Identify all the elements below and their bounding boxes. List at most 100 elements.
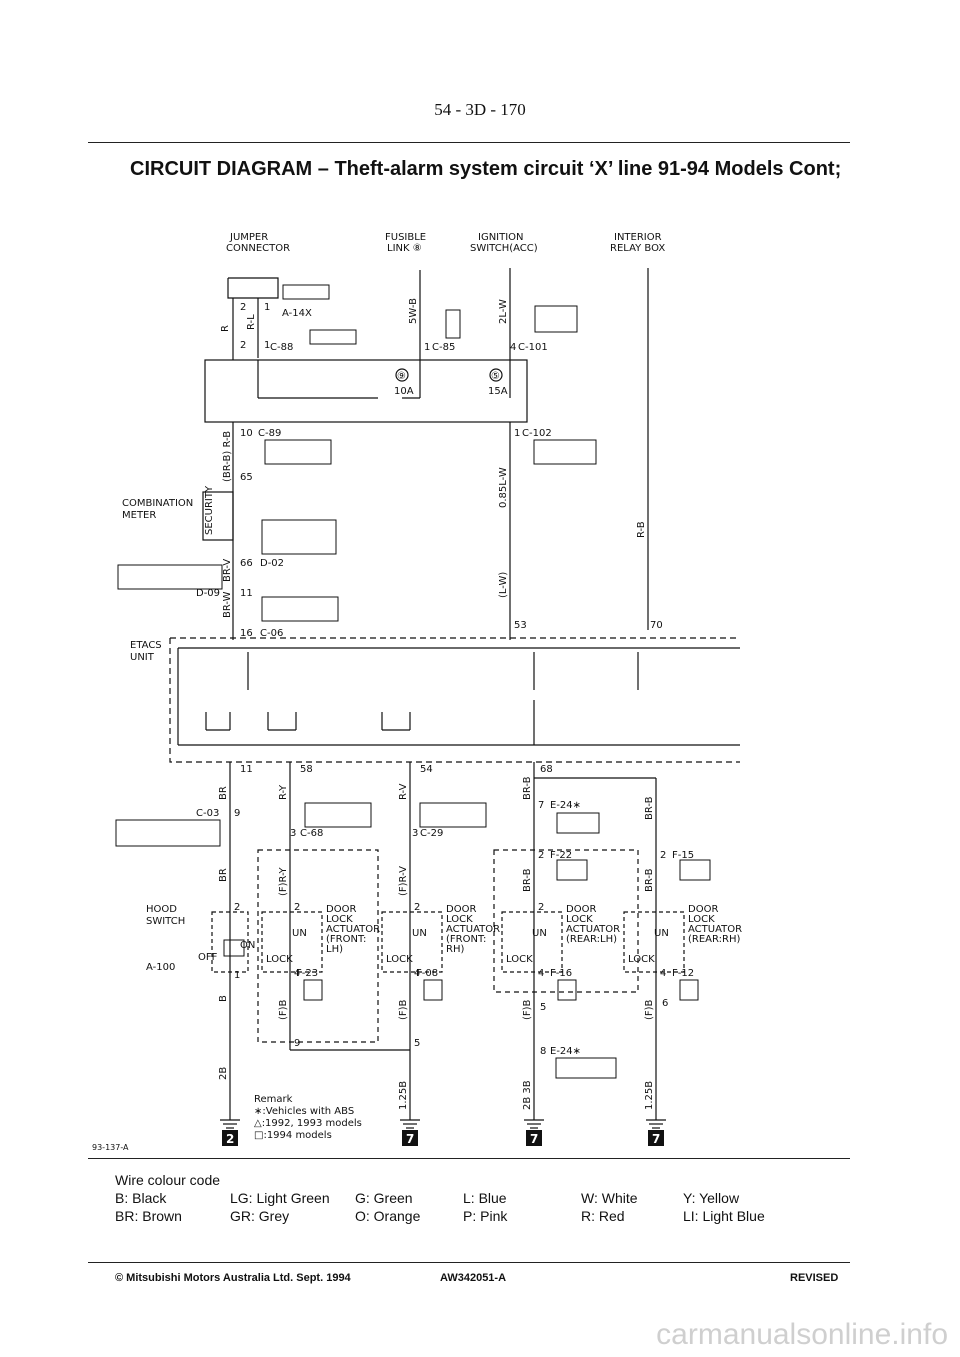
wire-2lw: 2L-W [498,299,509,324]
door-actuator-rear-rh [623,911,685,973]
wire-fry: (F)R-Y [278,866,289,896]
pin: 1 [264,340,270,351]
pin: 1 [424,342,430,353]
pin: 5 [414,1038,420,1049]
pin: 11 [240,588,253,599]
actuator-lock-4: LOCK [628,954,655,965]
wire-125b-rr: 1.25B [644,1081,655,1110]
wire-br-2: BR [218,868,229,882]
connector-c06: C-06 [260,628,283,639]
remark-1: ∗:Vehicles with ABS [254,1106,354,1117]
wire-code-grid: B: Black LG: Light Green G: Green L: Blu… [115,1190,835,1224]
connector-d09: D-09 [196,588,220,599]
connector-f23: F-23 [296,968,318,979]
pin: 2 [240,302,246,313]
pin: 4 [538,968,544,979]
wire-code-entry: LI: Light Blue [683,1208,765,1224]
pin: 4 [294,968,300,979]
pin: 4 [414,968,420,979]
wire-fb-1: (F)B [278,999,289,1020]
revision-status: REVISED [790,1272,839,1284]
pin: 11 [240,764,253,775]
remark-title: Remark [254,1094,293,1105]
actuator-unlock-3: UN [532,928,547,939]
etacs-label-1: ETACS [130,640,162,651]
doc-code: AW342051-A [440,1272,507,1284]
door-front-lh-5: LH) [326,944,343,955]
copyright: © Mitsubishi Motors Australia Ltd. Sept.… [115,1272,351,1284]
wire-code-entry: GR: Grey [230,1208,290,1224]
wire-rv: R-V [398,783,409,800]
pin: 2 [294,902,300,913]
wire-code-entry: O: Orange [355,1208,421,1224]
door-front-lh-3: ACTUATOR [326,924,380,935]
ignition-switch-label-1: IGNITION [478,232,524,243]
wire-5wb: 5W-B [408,298,419,324]
connector-c03: C-03 [196,808,219,819]
ground-ref-boxes [222,1130,664,1146]
wire-code-entry: BR: Brown [115,1208,182,1224]
door-front-lh-2: LOCK [326,914,353,925]
pin: 4 [510,342,516,353]
door-front-rh-4: (FRONT: [446,934,486,945]
pin: 1 [264,302,270,313]
pin: 9 [294,1038,300,1049]
jumper-connector-label-1: JUMPER [229,232,268,243]
door-actuator-front-lh [261,911,323,973]
wire-code-title: Wire colour code [115,1172,221,1188]
door-front-lh-1: DOOR [326,904,356,915]
wire-2b: 2B [218,1067,229,1080]
pin: 2 [538,850,544,861]
wire-b-hood: B [218,995,229,1002]
connector-f22: F-22 [550,850,572,861]
ground-ref-label: 7 [652,1132,660,1146]
fuse-9-rating: 10A [394,386,414,397]
door-rear-rh-2: LOCK [688,914,715,925]
pin: 1 [234,970,240,981]
connector-f16: F-16 [550,968,572,979]
door-actuator-rear-lh [501,911,563,973]
remark-2: △:1992, 1993 models [254,1118,362,1129]
door-rear-lh-1: DOOR [566,904,596,915]
pin: 6 [662,998,668,1009]
etacs-label-2: UNIT [130,652,155,663]
pin: 66 [240,558,253,569]
jumper-connector-body [227,277,279,299]
wire-br: BR [218,786,229,800]
pin: 2 [414,902,420,913]
connector-c101: C-101 [518,342,548,353]
wire-brb-rr-2: BR-B [644,868,655,892]
wire-rb: R-B [636,521,647,538]
comb-meter-label-1: COMBINATION [122,498,193,509]
actuator-lock-2: LOCK [386,954,413,965]
wire-085lw: 0.85L-W [498,467,509,508]
door-front-rh-5: RH) [446,944,464,955]
actuator-lock-3: LOCK [506,954,533,965]
wire-code-entry: W: White [581,1190,638,1206]
header-rule [88,142,850,143]
wire-brb-rb: (BR-B) R-B [222,431,233,482]
footer-rule [88,1262,850,1263]
pin: 2 [538,902,544,913]
etacs-transistors [205,652,639,745]
pin: 2 [240,340,246,351]
connector-c88: C-88 [270,342,293,353]
door-front-rh-2: LOCK [446,914,473,925]
actuator-unlock-2: UN [412,928,427,939]
connector-faces [115,284,711,1079]
wire-code-entry: R: Red [581,1208,625,1224]
etacs-border [169,638,740,763]
wire-lw: (L-W) [498,572,509,598]
wire-brb-rr: BR-B [644,796,655,820]
wire-rl: R-L [246,314,257,330]
connector-c89: C-89 [258,428,281,439]
wire-brw: BR-W [222,591,233,618]
fusible-link-label-1: FUSIBLE [385,232,426,243]
hood-switch-body [211,911,249,973]
pin: 65 [240,472,253,483]
wire-brb-rl-2: BR-B [522,868,533,892]
door-front-lh-4: (FRONT: [326,934,366,945]
connector-a100: A-100 [146,962,175,973]
wire-code-entry: L: Blue [463,1190,507,1206]
ground-ref-label: 7 [406,1132,414,1146]
